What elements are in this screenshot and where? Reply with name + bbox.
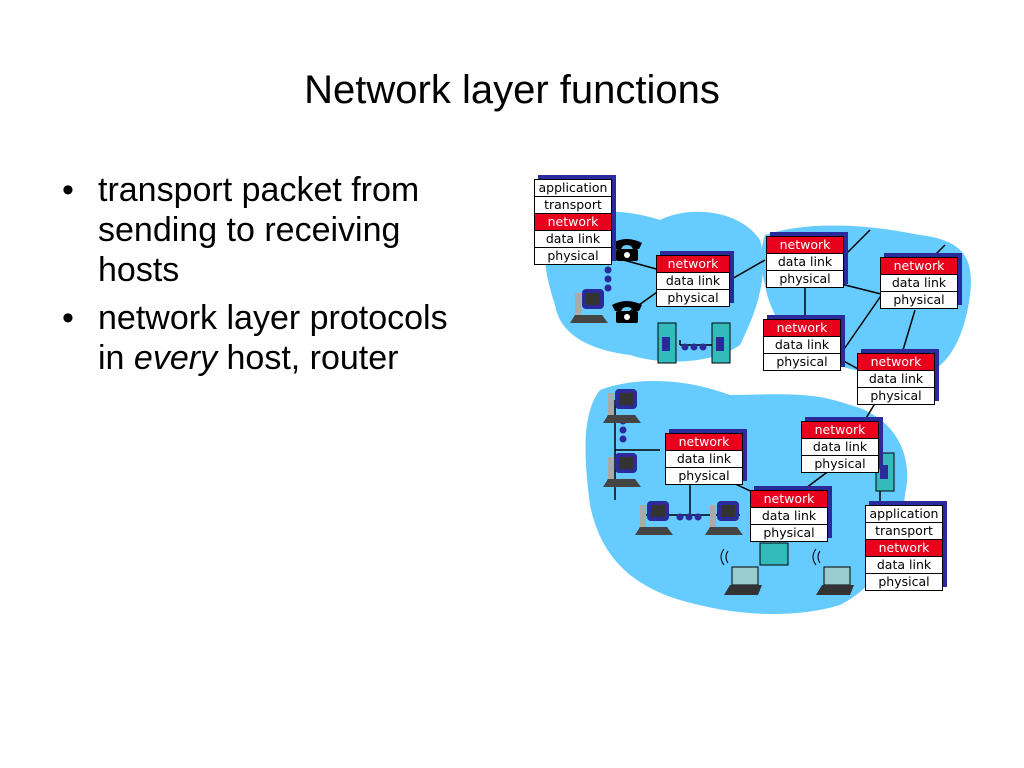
host-stack-sending: application transport network data link … <box>534 179 612 265</box>
desktop-computer-icon <box>603 453 641 487</box>
router-stack: network data link physical <box>763 319 841 371</box>
layer-physical: physical <box>764 353 840 370</box>
wireless-signal-icon <box>720 548 821 566</box>
layer-physical: physical <box>881 291 957 308</box>
layer-transport: transport <box>535 196 611 213</box>
bullet-list: • transport packet from sending to recei… <box>58 170 478 386</box>
layer-data-link: data link <box>858 370 934 387</box>
telephone-icon <box>612 239 642 261</box>
laptop-icon <box>816 566 854 595</box>
bullet-text: network layer protocols in <box>98 299 448 377</box>
router-stack: network data link physical <box>801 421 879 473</box>
layer-physical: physical <box>866 573 942 590</box>
desktop-computer-icon <box>603 389 641 423</box>
bullet-item: • network layer protocols in every host,… <box>58 298 478 378</box>
layer-data-link: data link <box>666 450 742 467</box>
layer-data-link: data link <box>657 272 729 289</box>
bullet-marker: • <box>62 171 74 209</box>
router-stack: network data link physical <box>665 433 743 485</box>
router-stack: network data link physical <box>656 255 730 307</box>
layer-physical: physical <box>657 289 729 306</box>
router-stack: network data link physical <box>766 236 844 288</box>
layer-application: application <box>538 180 608 195</box>
access-point-icon <box>759 542 789 566</box>
layer-data-link: data link <box>767 253 843 270</box>
desktop-computer-icon <box>705 501 743 535</box>
server-icon <box>875 452 895 492</box>
bullet-item: • transport packet from sending to recei… <box>58 170 478 290</box>
slide-title: Network layer functions <box>304 68 720 112</box>
laptop-icon <box>724 566 762 595</box>
layer-network: network <box>881 258 957 274</box>
router-stack: network data link physical <box>880 257 958 309</box>
layer-physical: physical <box>666 467 742 484</box>
ellipsis-dots-icon <box>604 266 707 521</box>
layer-data-link: data link <box>881 274 957 291</box>
layer-physical: physical <box>751 524 827 541</box>
bullet-emphasis: every <box>133 339 218 377</box>
layer-network: network <box>858 354 934 370</box>
layer-network: network <box>666 434 742 450</box>
layer-physical: physical <box>767 270 843 287</box>
layer-physical: physical <box>535 247 611 264</box>
router-stack: network data link physical <box>857 353 935 405</box>
desktop-computer-icon <box>635 501 673 535</box>
layer-network: network <box>802 422 878 438</box>
layer-network: network <box>751 491 827 507</box>
router-stack: network data link physical <box>750 490 828 542</box>
layer-data-link: data link <box>764 336 840 353</box>
telephone-icon <box>612 301 642 323</box>
host-stack-receiving: application transport network data link … <box>865 505 943 591</box>
bullet-marker: • <box>62 299 74 337</box>
layer-network: network <box>866 539 942 556</box>
layer-network: network <box>657 256 729 272</box>
layer-physical: physical <box>858 387 934 404</box>
network-diagram: application transport network data link … <box>520 165 1000 625</box>
layer-data-link: data link <box>802 438 878 455</box>
layer-data-link: data link <box>535 230 611 247</box>
server-icon <box>657 322 677 364</box>
layer-physical: physical <box>802 455 878 472</box>
layer-network: network <box>767 237 843 253</box>
server-icon <box>711 322 731 364</box>
layer-application: application <box>869 506 939 521</box>
layer-data-link: data link <box>751 507 827 524</box>
layer-network: network <box>535 213 611 230</box>
bullet-text: transport packet from sending to receivi… <box>98 171 420 289</box>
layer-data-link: data link <box>866 556 942 573</box>
layer-transport: transport <box>866 522 942 539</box>
layer-network: network <box>764 320 840 336</box>
bullet-text: host, router <box>217 339 399 377</box>
desktop-computer-icon <box>570 289 608 323</box>
